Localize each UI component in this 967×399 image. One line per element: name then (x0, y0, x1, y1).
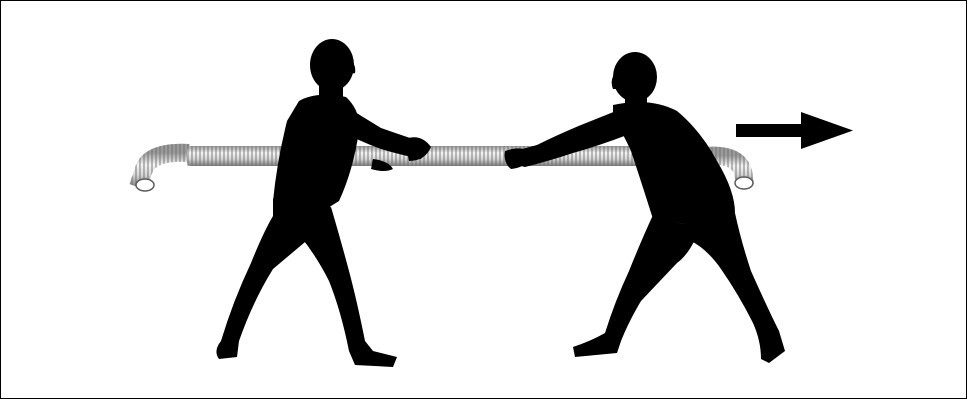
right-figure-silhouette (505, 52, 785, 363)
left-figure-silhouette (216, 39, 431, 367)
right-arrow-icon (736, 112, 853, 149)
